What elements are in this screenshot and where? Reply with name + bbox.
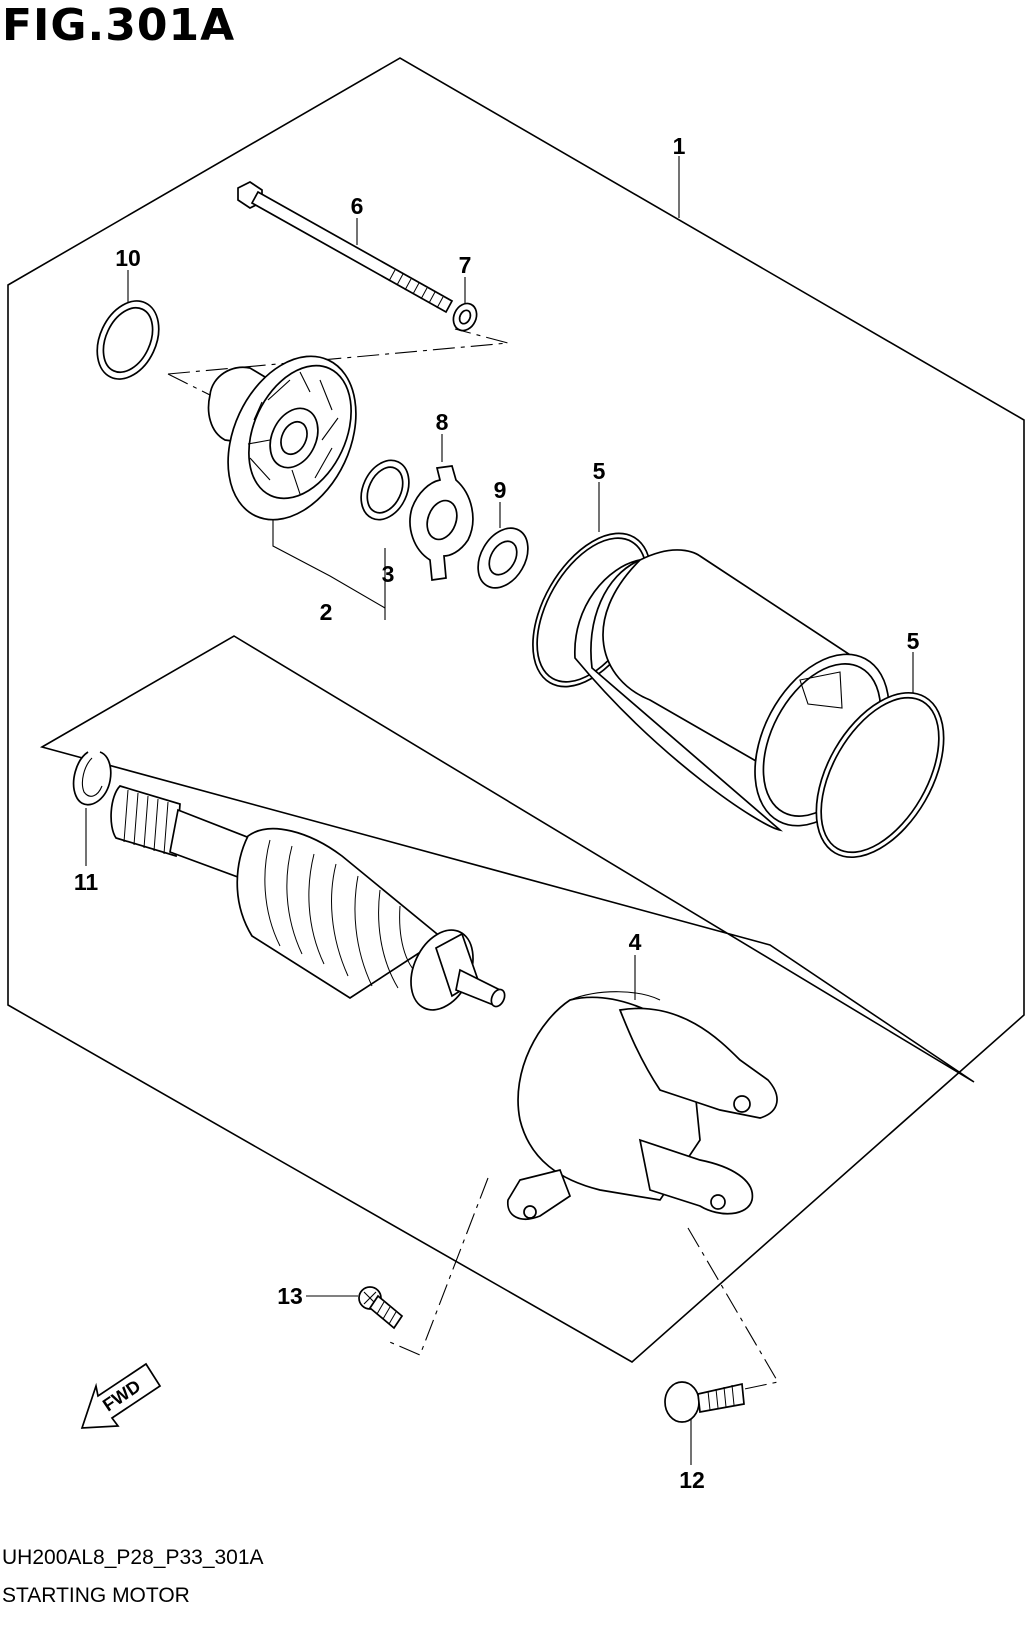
washer-7 [452,302,478,332]
armature [110,785,506,1011]
leader-lines [85,156,914,1465]
o-ring-3 [360,459,410,521]
callout-3: 3 [382,561,395,587]
callout-4: 4 [629,929,642,955]
rear-housing-4 [507,991,778,1220]
lock-plate-8 [409,465,474,581]
callout-2: 2 [320,599,333,625]
o-ring-5-lower [815,691,945,859]
armature-group-outline [39,635,975,1083]
callout-6: 6 [351,193,364,219]
callout-5-lower: 5 [907,628,920,654]
end-cover-2 [207,355,357,521]
callout-9: 9 [494,477,507,503]
callout-11: 11 [74,869,99,895]
callout-8: 8 [436,409,449,435]
callout-labels: 1 2 3 4 5 5 6 7 8 9 10 11 12 13 [74,133,920,1493]
callout-10: 10 [115,245,141,271]
figure-title: FIG.301A [2,0,236,51]
screw-13 [358,1286,404,1330]
assembly-outline [7,57,1025,1363]
callout-13: 13 [277,1283,303,1309]
o-ring-10 [96,300,160,380]
callout-7: 7 [459,252,472,278]
callout-12: 12 [679,1467,705,1493]
washer-9 [477,527,529,589]
callout-1: 1 [673,133,686,159]
figure-code: UH200AL8_P28_P33_301A [2,1546,264,1569]
callout-5-upper: 5 [593,458,606,484]
fwd-arrow: FWD [80,1362,162,1429]
figure-name: STARTING MOTOR [2,1584,190,1607]
bolt-12 [664,1381,745,1423]
circlip-11 [72,751,112,806]
through-bolt-6 [237,181,454,314]
